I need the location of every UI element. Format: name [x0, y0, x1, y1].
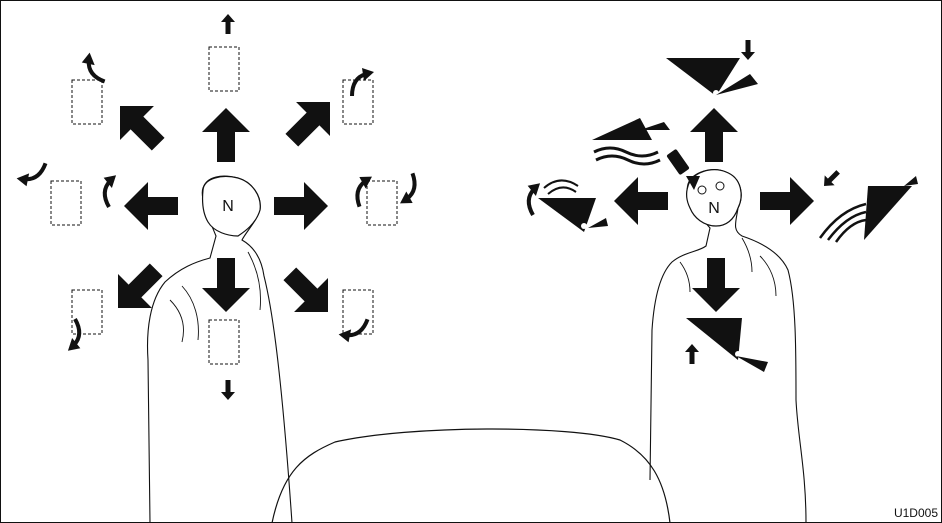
- arrow-left-icon: [614, 177, 668, 225]
- bucket-raise-icon: [666, 40, 758, 96]
- seat-outline: [271, 428, 671, 523]
- right-knob-label: N: [708, 200, 720, 217]
- small-up-arrow-icon: [221, 14, 235, 34]
- arrow-left-icon: [124, 182, 178, 230]
- switch-pointer-icon: [666, 149, 700, 190]
- slot-top-left: [71, 79, 103, 125]
- knob-switch-left: [697, 185, 707, 195]
- left-control-panel: N: [13, 14, 425, 523]
- arrow-down-icon: [692, 258, 740, 312]
- arrow-right-icon: [274, 182, 328, 230]
- slot-top-right: [342, 79, 374, 125]
- right-finger-lines: [679, 237, 777, 297]
- knob-switch-right: [715, 181, 725, 191]
- curved-arrow-icon: [13, 153, 48, 192]
- slot-bottom: [208, 319, 240, 365]
- bucket-float-icon: [592, 118, 670, 166]
- arrow-down-right-icon: [272, 256, 345, 329]
- figure-code: U1D005: [893, 506, 938, 520]
- slot-left: [50, 180, 82, 226]
- arrow-up-icon: [690, 108, 738, 162]
- bucket-rollback-icon: [517, 177, 608, 232]
- slot-top: [208, 46, 240, 92]
- right-knob: [686, 169, 742, 227]
- slot-right: [366, 180, 398, 226]
- curved-arrow-icon: [93, 169, 131, 210]
- arrow-up-right-icon: [274, 85, 347, 158]
- arrow-right-icon: [760, 177, 814, 225]
- arrow-up-left-icon: [103, 89, 176, 162]
- small-down-arrow-icon: [221, 380, 235, 400]
- left-finger-lines: [169, 251, 261, 343]
- arrow-down-icon: [202, 258, 250, 312]
- arrow-down-left-icon: [101, 252, 174, 325]
- right-control-panel: N: [517, 40, 918, 523]
- left-knob: [201, 175, 261, 237]
- slot-bottom-right: [342, 289, 374, 335]
- bucket-lower-icon: [685, 318, 768, 372]
- left-knob-label: N: [222, 198, 234, 215]
- curved-arrow-icon: [76, 49, 115, 84]
- arrow-up-icon: [202, 108, 250, 162]
- bucket-dump-icon: [818, 166, 918, 243]
